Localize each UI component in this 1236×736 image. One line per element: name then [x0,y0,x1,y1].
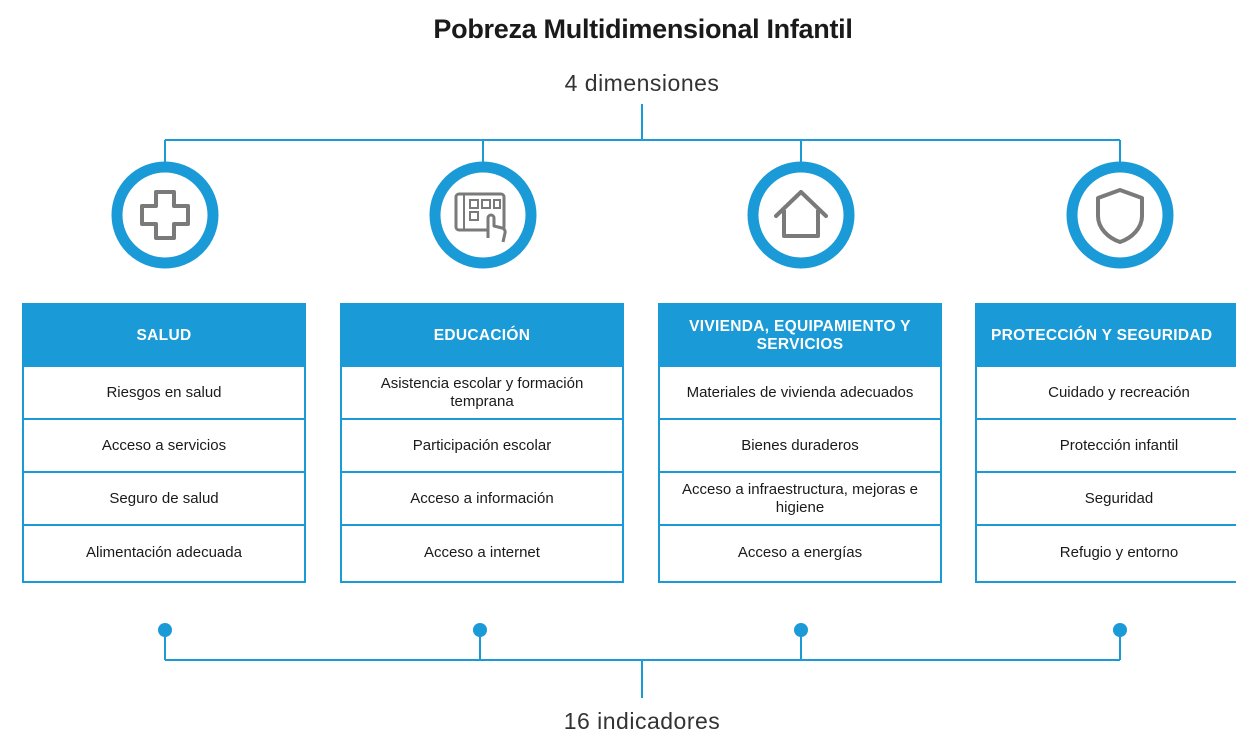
shield-icon [1065,160,1175,270]
connector-dot [473,623,487,637]
dimension-card-proteccion: PROTECCIÓN Y SEGURIDAD Cuidado y recreac… [975,303,1236,583]
indicators-label: 16 indicadores [563,708,721,734]
indicator-item: Refugio y entorno [1059,543,1179,561]
indicator-list: Materiales de vivienda adecuados Bienes … [660,367,940,579]
indicator-item: Seguridad [977,473,1236,526]
indicator-list: Riesgos en salud Acceso a servicios Segu… [24,367,304,579]
indicator-item: Cuidado y recreación [977,367,1236,420]
connector-dot [1113,623,1127,637]
indicator-item: Acceso a servicios [24,420,304,473]
indicator-item: Acceso a internet [424,543,540,561]
indicator-list: Asistencia escolar y formación temprana … [342,367,622,579]
indicator-item: Bienes duraderos [660,420,940,473]
education-tablet-icon [428,160,538,270]
dimension-card-educacion: EDUCACIÓN Asistencia escolar y formación… [340,303,624,583]
connector-dot [794,623,808,637]
indicator-item: Protección infantil [977,420,1236,473]
indicator-item: Acceso a energías [737,543,863,561]
dimension-title: PROTECCIÓN Y SEGURIDAD [977,305,1236,367]
indicator-item: Asistencia escolar y formación temprana [342,367,622,420]
indicator-item: Participación escolar [342,420,622,473]
indicator-item: Acceso a infraestructura, mejoras e higi… [660,473,940,526]
dimension-card-vivienda: VIVIENDA, EQUIPAMIENTO Y SERVICIOS Mater… [658,303,942,583]
connector-dot [158,623,172,637]
dimension-card-salud: SALUD Riesgos en salud Acceso a servicio… [22,303,306,583]
house-icon [746,160,856,270]
dimension-title: EDUCACIÓN [342,305,622,367]
indicator-item: Materiales de vivienda adecuados [660,367,940,420]
dimension-title: SALUD [24,305,304,367]
indicator-item: Riesgos en salud [24,367,304,420]
indicator-list: Cuidado y recreación Protección infantil… [977,367,1236,579]
dimension-title: VIVIENDA, EQUIPAMIENTO Y SERVICIOS [660,305,940,367]
diagram-title: Pobreza Multidimensional Infantil [433,14,853,44]
health-cross-icon [110,160,220,270]
indicator-item: Acceso a información [342,473,622,526]
indicator-item: Alimentación adecuada [86,543,242,561]
dimensions-label: 4 dimensiones [564,70,720,96]
indicator-item: Seguro de salud [24,473,304,526]
